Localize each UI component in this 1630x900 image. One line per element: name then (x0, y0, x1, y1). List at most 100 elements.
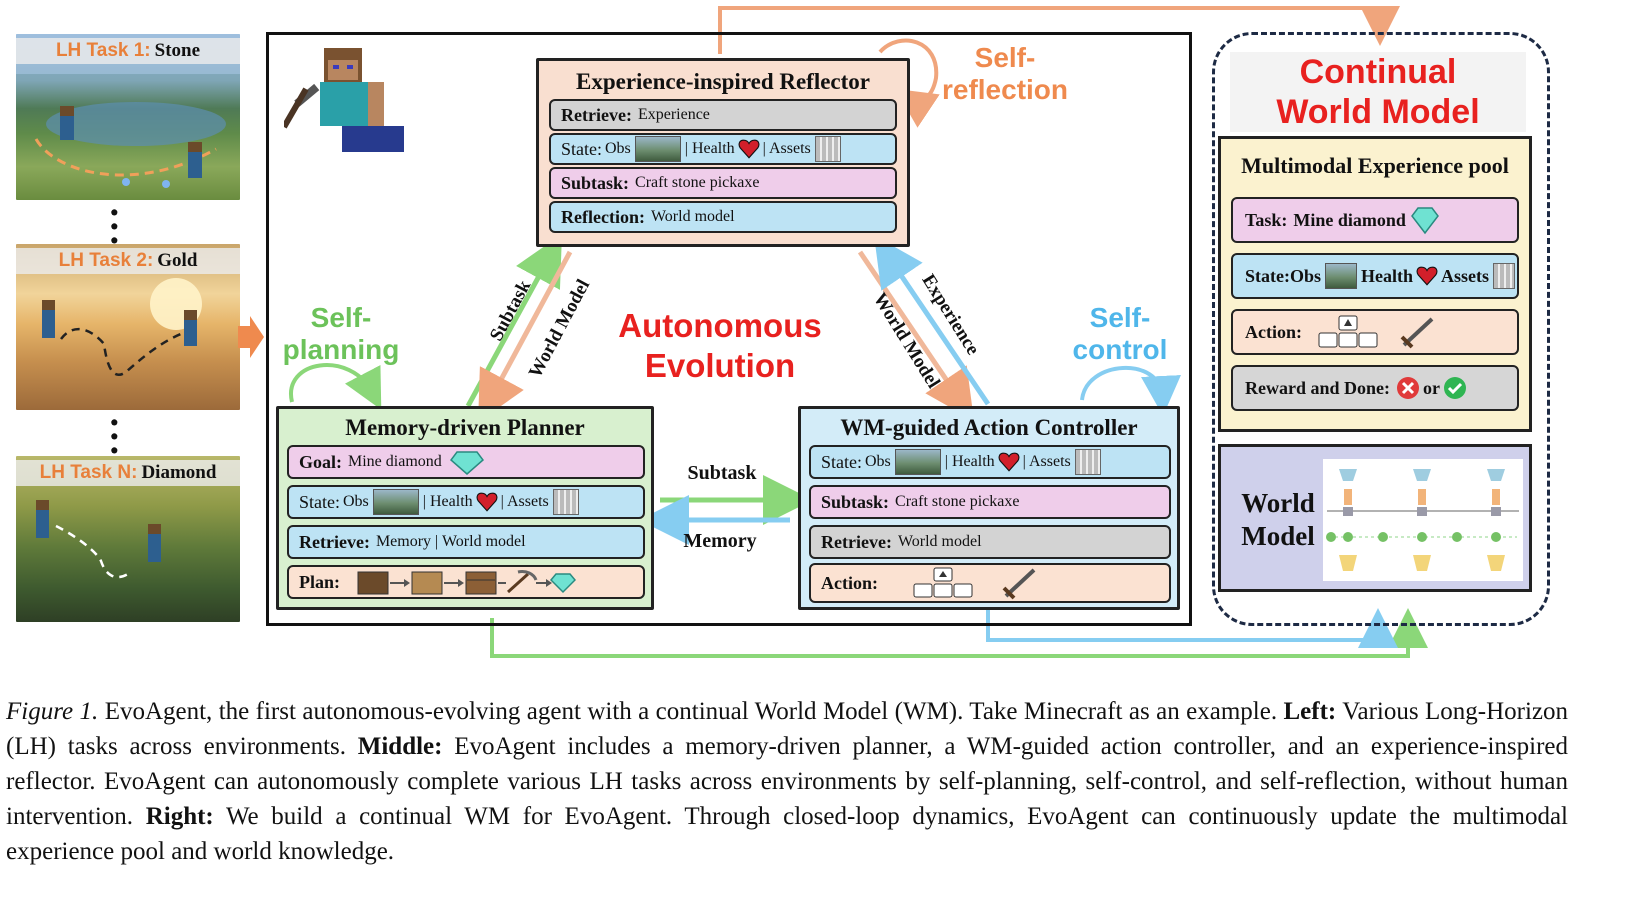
row-key: Subtask: (821, 491, 890, 512)
state-health: | Health (684, 140, 735, 157)
reflector-module: Experience-inspired Reflector Retrieve: … (536, 58, 910, 247)
self-control-label: Self- control (1062, 302, 1178, 366)
state-health: Health (1361, 265, 1414, 286)
world-model-architecture-diagram (1323, 459, 1523, 581)
task-label-gold: LH Task 2: Gold (16, 248, 240, 274)
task-name: Stone (154, 40, 201, 61)
self-planning-label: Self- planning (276, 302, 406, 366)
inventory-icon (1493, 263, 1516, 289)
state-health: | Health (422, 493, 473, 510)
task-prefix: LH Task 1: (55, 40, 151, 61)
pool-title: Multimodal Experience pool (1241, 153, 1509, 178)
row-key: Reward and Done: (1245, 377, 1391, 398)
keyboard-arrows-icon (1318, 315, 1378, 348)
row-key: Plan: (299, 571, 341, 592)
pool-action-row: Action: (1231, 309, 1519, 355)
row-key: State: (821, 451, 862, 472)
obs-image-icon (1325, 263, 1358, 289)
caption-text: We build a continual WM for EvoAgent. Th… (6, 803, 1568, 865)
row-key: Retrieve: (299, 531, 370, 552)
fail-x-icon (1397, 377, 1420, 399)
figure-caption: Figure 1. EvoAgent, the first autonomous… (6, 694, 1568, 869)
caption-figure-number: Figure 1. (6, 698, 99, 725)
label-line: Autonomous (618, 307, 822, 344)
state-assets: Assets (1441, 265, 1490, 286)
reflector-state-row: State: Obs | Health | Assets (549, 133, 897, 165)
autonomous-evolution-label: Autonomous Evolution (596, 306, 844, 386)
title-line: World Model (1276, 93, 1480, 131)
world-model-box: World Model (1218, 444, 1532, 592)
planner-title: Memory-driven Planner (345, 415, 585, 440)
row-key: Subtask: (561, 172, 630, 193)
heart-icon (1416, 266, 1438, 286)
planner-plan-row: Plan: (287, 565, 645, 599)
obs-image-icon (372, 489, 419, 515)
row-value: Memory | World model (375, 533, 526, 550)
arrow-label-subtask-middle: Subtask (687, 462, 757, 484)
task-panel-diamond: LH Task N: Diamond (16, 456, 240, 622)
inventory-icon (814, 136, 841, 162)
connector-arrows (289, 6, 1428, 658)
input-arrow-icon (238, 316, 264, 358)
label-line: Self- (974, 42, 1036, 73)
pool-task-row: Task: Mine diamond (1231, 197, 1519, 243)
experience-pool: Multimodal Experience pool Task: Mine di… (1218, 136, 1532, 432)
row-value: or (1423, 377, 1441, 398)
task-panel-gold: LH Task 2: Gold (16, 244, 240, 410)
row-key: Reflection: (561, 206, 645, 227)
caption-bold-middle: Middle: (357, 733, 443, 760)
reflector-retrieve-row: Retrieve: Experience (549, 99, 897, 131)
task-prefix: LH Task N: (39, 462, 138, 483)
task-prefix: LH Task 2: (58, 250, 154, 271)
label-line: Self- (310, 302, 372, 333)
label-line: Model (1241, 521, 1315, 551)
self-reflection-loop (878, 38, 940, 128)
row-value: World model (650, 208, 735, 225)
keyboard-arrows-icon (913, 567, 973, 598)
heart-icon (998, 452, 1020, 472)
bottom-green-loop (490, 608, 1428, 658)
row-value: Mine diamond (348, 453, 442, 470)
state-obs: Obs (343, 493, 369, 510)
controller-module: WM-guided Action Controller State: Obs |… (798, 406, 1180, 610)
row-value: Experience (637, 106, 710, 123)
self-reflection-label: Self- reflection (940, 42, 1070, 106)
task-scene-diamond (36, 500, 161, 579)
controller-action-row: Action: (809, 563, 1171, 603)
inventory-icon (552, 489, 579, 515)
state-assets: | Assets (500, 493, 549, 510)
row-value: World model (897, 533, 982, 550)
planner-retrieve-row: Retrieve: Memory | World model (287, 525, 645, 559)
row-key: Goal: (299, 451, 342, 472)
reflector-subtask-row: Subtask: Craft stone pickaxe (549, 167, 897, 199)
caption-text: Various Long-Horizon (LH) tasks across e… (6, 698, 1568, 760)
controller-state-row: State: Obs | Health | Assets (809, 445, 1171, 479)
arrow-label-memory-middle: Memory (683, 530, 757, 552)
state-obs: Obs (1289, 265, 1322, 286)
planner-state-row: State: Obs | Health | Assets (287, 485, 645, 519)
controller-retrieve-row: Retrieve: World model (809, 525, 1171, 559)
reflector-title: Experience-inspired Reflector (575, 69, 871, 94)
row-key: State: (561, 138, 602, 159)
caption-text: EvoAgent includes a memory-driven planne… (6, 733, 1568, 830)
caption-text: EvoAgent, the first autonomous-evolving … (98, 698, 1284, 725)
controller-subtask-row: Subtask: Craft stone pickaxe (809, 485, 1171, 519)
evoagent-frame (266, 32, 1192, 626)
task-label-diamond: LH Task N: Diamond (16, 460, 240, 486)
top-feedback-arrow (718, 6, 1400, 54)
task-panel-stone: LH Task 1: Stone (16, 34, 240, 200)
obs-image-icon (634, 136, 681, 162)
continual-wm-title: Continual World Model (1230, 52, 1526, 132)
self-control-loop (1080, 365, 1181, 416)
label-line: planning (282, 334, 400, 365)
pool-reward-row: Reward and Done: or (1231, 365, 1519, 411)
heart-icon (476, 492, 498, 512)
planner-goal-row: Goal: Mine diamond (287, 445, 645, 479)
row-key: State: (299, 491, 340, 512)
state-health: | Health (944, 453, 995, 470)
sword-icon (1002, 568, 1036, 600)
row-key: State: (1245, 265, 1290, 286)
task-name: Gold (157, 250, 198, 271)
state-assets: | Assets (1022, 453, 1071, 470)
row-key: Retrieve: (821, 531, 892, 552)
